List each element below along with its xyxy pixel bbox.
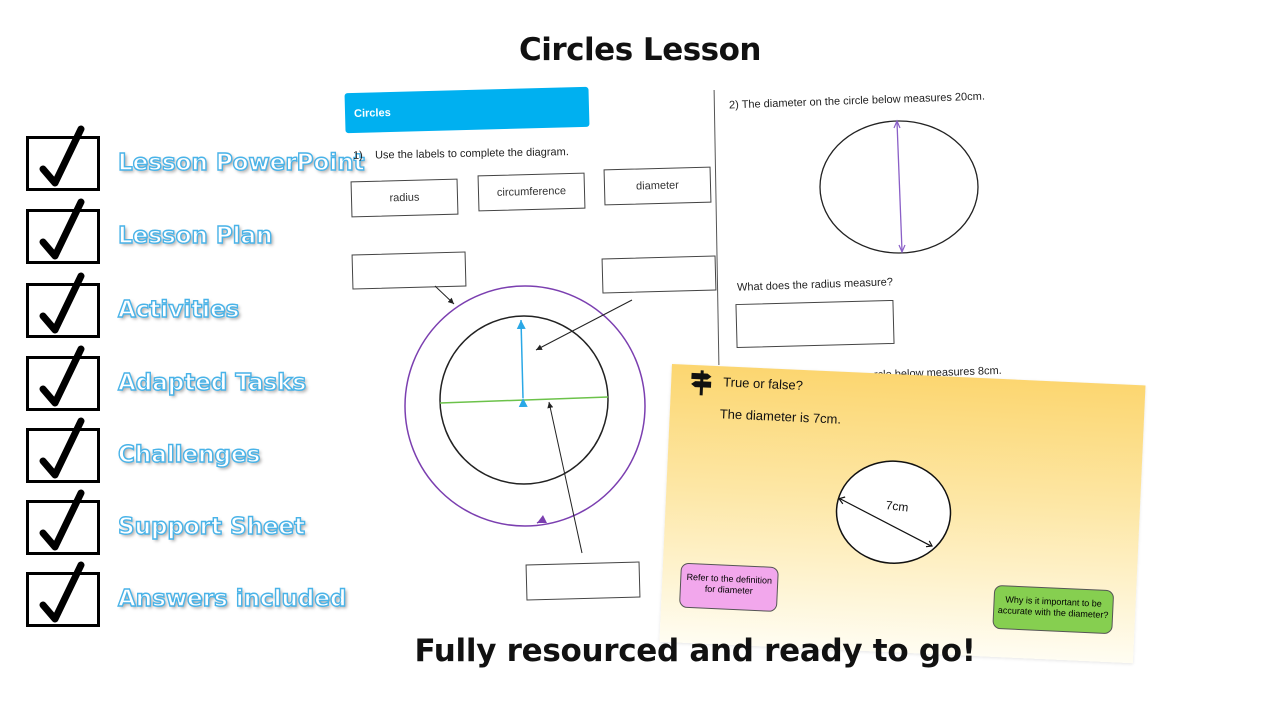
checkbox-icon	[26, 125, 100, 191]
checklist-label: Lesson PowerPoint	[117, 149, 365, 176]
checkmark-icon	[39, 561, 85, 623]
slide-circle	[835, 460, 952, 564]
slide-heading: True or false?	[722, 374, 804, 393]
footer-tagline: Fully resourced and ready to go!	[414, 633, 976, 669]
checklist-item: Lesson PowerPoint	[26, 125, 365, 192]
circle-diagram	[404, 285, 646, 554]
checkmark-icon	[39, 345, 85, 407]
checkmark-icon	[39, 489, 85, 551]
circumference-arrow	[536, 514, 548, 524]
pointer-arrow	[535, 299, 633, 351]
question-2-text: 2) The diameter on the circle below meas…	[728, 90, 986, 112]
checklist-label: Lesson Plan	[117, 222, 273, 249]
radius-answer-box	[735, 299, 895, 349]
pointer-arrow	[434, 285, 455, 305]
hint-speech-bubble: Refer to the definition for diameter	[678, 562, 779, 613]
slide-statement: The diameter is 7cm.	[719, 406, 842, 427]
worksheet-preview: Circles 1) Use the labels to complete th…	[340, 80, 1040, 620]
checklist-label: Adapted Tasks	[117, 369, 307, 396]
circle-measurement-label: 7cm	[885, 498, 910, 515]
radius-line	[516, 319, 528, 408]
checkmark-icon	[39, 272, 85, 334]
checklist-item: Activities	[26, 272, 346, 339]
checkmark-icon	[39, 125, 85, 187]
checklist-item: Adapted Tasks	[26, 345, 346, 412]
checkbox-icon	[26, 489, 100, 555]
question-2-prompt: What does the radius measure?	[736, 276, 894, 294]
checkbox-icon	[26, 561, 100, 627]
signpost-icon	[691, 370, 712, 396]
page-title: Circles Lesson	[519, 32, 761, 68]
checkbox-icon	[26, 417, 100, 483]
checkmark-icon	[39, 198, 85, 260]
checklist-item: Answers included	[26, 561, 347, 628]
checklist-label: Activities	[117, 296, 240, 323]
slide-preview: True or false? The diameter is 7cm. 7cm …	[659, 364, 1146, 664]
question-speech-bubble: Why is it important to be accurate with …	[992, 584, 1115, 635]
question-2-circle	[819, 119, 979, 254]
checkbox-icon	[26, 272, 100, 338]
checkbox-icon	[26, 198, 100, 264]
checklist-label: Support Sheet	[117, 513, 306, 540]
circumference-circle	[404, 285, 646, 527]
inner-circle	[439, 315, 609, 485]
checkbox-icon	[26, 345, 100, 411]
checkmark-icon	[39, 417, 85, 479]
pointer-arrow	[547, 401, 583, 554]
checklist-label: Challenges	[117, 441, 261, 468]
diameter-line	[439, 396, 609, 404]
checklist-item: Challenges	[26, 417, 346, 484]
checklist-item: Support Sheet	[26, 489, 346, 556]
checklist-label: Answers included	[117, 585, 347, 612]
checklist-item: Lesson Plan	[26, 198, 346, 265]
